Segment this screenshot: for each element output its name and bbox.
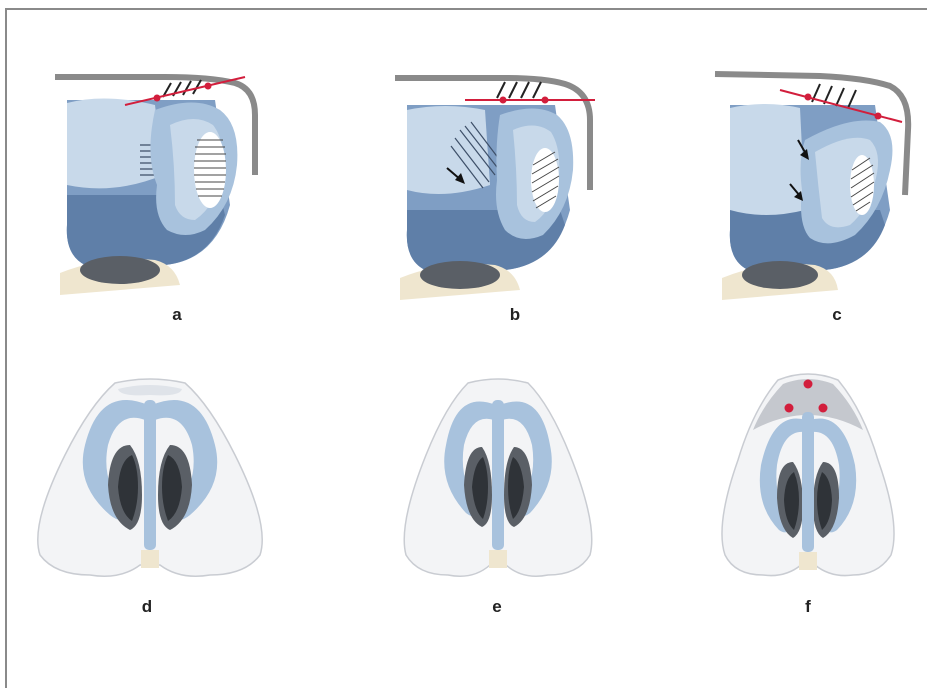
red-dot [785, 404, 794, 413]
panel-label-e: e [482, 597, 512, 617]
dorsal-marks [497, 82, 541, 98]
panel-label-d: d [132, 597, 162, 617]
lateral-nose-diagram-c [710, 60, 925, 310]
red-dot [205, 83, 212, 90]
red-dot [500, 97, 507, 104]
red-dot [542, 97, 549, 104]
panel-label-b: b [500, 305, 530, 325]
panel-c [710, 60, 925, 310]
panel-label-a: a [162, 305, 192, 325]
panel-d [30, 375, 270, 585]
panel-f [713, 370, 903, 585]
lateral-nose-diagram-a [45, 55, 285, 305]
panel-a [45, 55, 285, 305]
red-dot [805, 94, 812, 101]
panel-label-c: c [822, 305, 852, 325]
panel-e [398, 375, 598, 585]
red-dot [819, 404, 828, 413]
basal-nose-diagram-e [398, 375, 598, 585]
basal-nose-diagram-d [30, 375, 270, 585]
panel-label-f: f [793, 597, 823, 617]
lateral-nose-diagram-b [385, 60, 625, 310]
basal-nose-diagram-f [713, 370, 903, 585]
red-dot [804, 380, 813, 389]
red-dot [154, 95, 161, 102]
red-dot [875, 113, 882, 120]
panel-b [385, 60, 625, 310]
